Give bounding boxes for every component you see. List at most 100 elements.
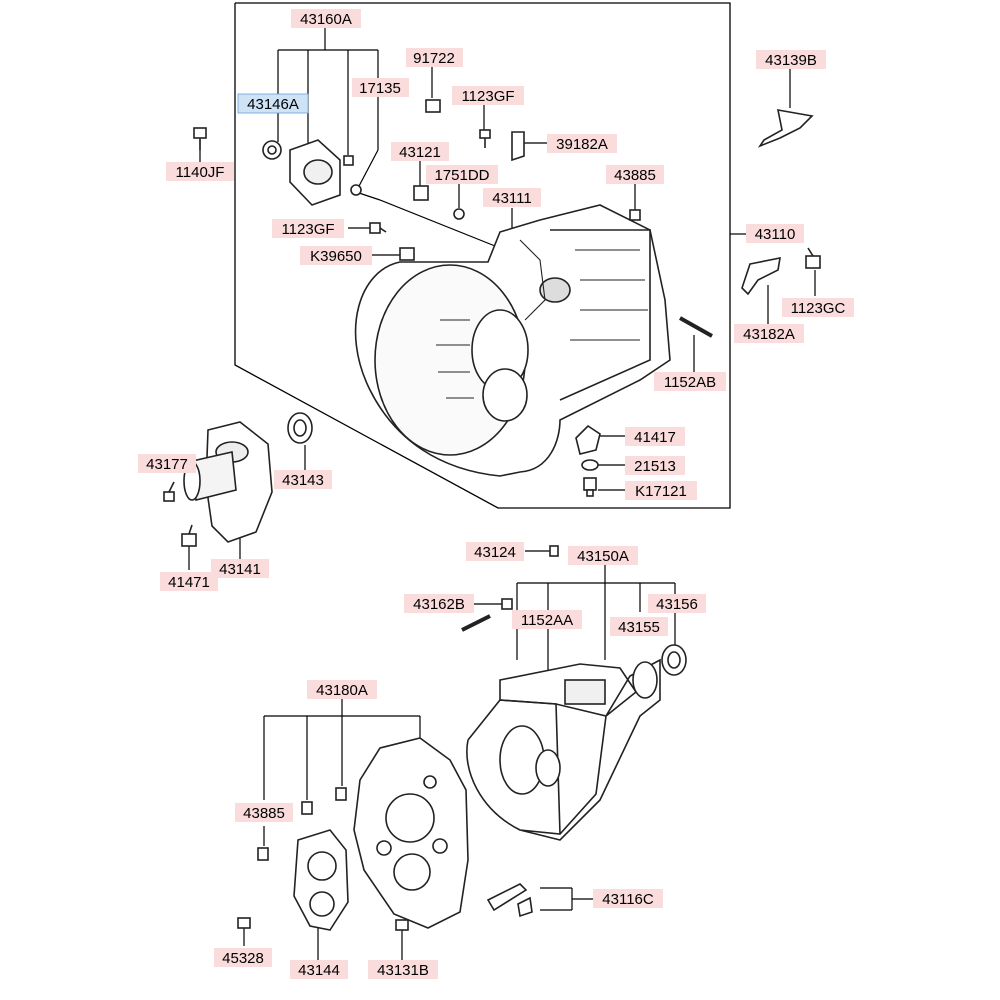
label-43156[interactable]: 43156	[648, 594, 706, 613]
pin-part	[343, 155, 354, 166]
part-drawings	[163, 99, 821, 931]
label-43162B[interactable]: 43162B	[404, 594, 474, 613]
label-43177[interactable]: 43177	[138, 454, 196, 473]
label-43131B[interactable]: 43131B	[368, 960, 438, 979]
plug-43121-part	[413, 185, 429, 201]
label-43143[interactable]: 43143	[274, 470, 332, 489]
svg-text:K17121: K17121	[635, 483, 687, 500]
label-91722[interactable]: 91722	[406, 48, 463, 67]
svg-text:1751DD: 1751DD	[434, 167, 489, 184]
svg-text:43885: 43885	[614, 167, 656, 184]
svg-text:43160A: 43160A	[300, 11, 352, 28]
svg-text:1152AB: 1152AB	[664, 374, 716, 391]
label-43146A[interactable]: 43146A	[237, 93, 309, 114]
label-1123GC[interactable]: 1123GC	[782, 298, 854, 317]
label-1152AB[interactable]: 1152AB	[654, 372, 726, 391]
label-43110[interactable]: 43110	[746, 224, 804, 243]
retainer-part	[289, 139, 341, 206]
label-1123GF-mid[interactable]: 1123GF	[272, 219, 344, 238]
clip-91722-part	[425, 99, 441, 113]
svg-text:43156: 43156	[656, 596, 698, 613]
label-43885-lower[interactable]: 43885	[235, 803, 293, 822]
svg-text:91722: 91722	[413, 50, 455, 67]
svg-text:45328: 45328	[222, 950, 264, 967]
svg-text:43150A: 43150A	[577, 548, 629, 565]
svg-text:43131B: 43131B	[377, 962, 429, 979]
label-39182A[interactable]: 39182A	[547, 134, 617, 153]
label-17135[interactable]: 17135	[352, 78, 409, 97]
plug-43124-part	[549, 545, 559, 557]
label-K39650[interactable]: K39650	[300, 246, 372, 265]
stud-1152AA-part	[461, 614, 491, 632]
label-43141[interactable]: 43141	[211, 559, 269, 578]
svg-text:39182A: 39182A	[556, 136, 608, 153]
label-1140JF[interactable]: 1140JF	[166, 162, 234, 181]
bolt-1123GF-mid-part	[369, 222, 387, 234]
gasket-21513-part	[581, 459, 599, 471]
svg-text:43182A: 43182A	[743, 326, 795, 343]
stud-1152AB-part	[679, 316, 713, 338]
label-43124[interactable]: 43124	[466, 542, 524, 561]
svg-text:43124: 43124	[474, 544, 516, 561]
label-43139B[interactable]: 43139B	[756, 50, 826, 69]
label-43182A[interactable]: 43182A	[734, 324, 804, 343]
label-41471[interactable]: 41471	[160, 572, 218, 591]
label-43155[interactable]: 43155	[610, 617, 668, 636]
svg-text:43111: 43111	[492, 190, 532, 207]
svg-text:1152AA: 1152AA	[521, 612, 573, 629]
label-43180A[interactable]: 43180A	[307, 680, 377, 699]
label-43121[interactable]: 43121	[391, 142, 449, 161]
bolt-1123GC-part	[805, 247, 821, 269]
bolt-1123GF-top-part	[479, 129, 491, 148]
svg-text:1123GC: 1123GC	[791, 300, 846, 317]
bracket-K39650-part	[399, 247, 415, 261]
label-43144[interactable]: 43144	[290, 960, 348, 979]
svg-text:1123GF: 1123GF	[461, 88, 514, 105]
svg-text:1123GF: 1123GF	[281, 221, 334, 238]
svg-text:K39650: K39650	[310, 248, 362, 265]
gasket-43144-part	[293, 829, 349, 931]
plug-1751DD-part	[453, 208, 465, 220]
svg-text:41471: 41471	[168, 574, 210, 591]
label-41417[interactable]: 41417	[625, 427, 685, 446]
svg-text:43885: 43885	[243, 805, 285, 822]
label-43116C[interactable]: 43116C	[593, 889, 663, 908]
part-labels: 43160A 91722 43139B 17135 43146A 1123GF	[138, 9, 854, 979]
bolt-45328-part	[237, 917, 251, 929]
label-1123GF-top[interactable]: 1123GF	[452, 86, 524, 105]
svg-text:43116C: 43116C	[602, 891, 654, 908]
svg-text:43110: 43110	[755, 226, 796, 243]
label-43160A[interactable]: 43160A	[291, 9, 361, 28]
pin-lower-2-part	[335, 787, 347, 801]
label-K17121[interactable]: K17121	[625, 481, 697, 500]
svg-text:43177: 43177	[146, 456, 188, 473]
svg-text:1140JF: 1140JF	[176, 164, 225, 181]
svg-text:43141: 43141	[219, 561, 261, 578]
bracket-43182A-part	[741, 256, 781, 296]
label-21513[interactable]: 21513	[625, 456, 685, 475]
cover-43141-part	[183, 421, 273, 543]
dowel-43885-part	[629, 209, 641, 221]
intermediate-plate-part	[353, 737, 469, 929]
svg-text:43143: 43143	[282, 472, 324, 489]
label-45328[interactable]: 45328	[214, 948, 272, 967]
svg-text:43146A: 43146A	[247, 96, 299, 113]
label-43150A[interactable]: 43150A	[568, 546, 638, 565]
bolt-1140JF-part	[193, 127, 207, 150]
bracket-39182A-part	[511, 131, 525, 162]
cover-41417-part	[575, 424, 601, 455]
label-43111[interactable]: 43111	[483, 188, 541, 207]
plug-43131B-part	[395, 919, 409, 931]
svg-text:43155: 43155	[618, 619, 660, 636]
assembly-frame	[234, 2, 731, 509]
svg-text:21513: 21513	[634, 458, 676, 475]
label-1152AA[interactable]: 1152AA	[512, 610, 582, 629]
extension-housing-part	[466, 658, 661, 841]
label-43885-upper[interactable]: 43885	[606, 165, 664, 184]
bracket-43139B-part	[757, 109, 814, 148]
svg-text:41417: 41417	[634, 429, 676, 446]
svg-text:43144: 43144	[298, 962, 340, 979]
dowel-43885-lower-part	[257, 847, 269, 861]
label-1751DD[interactable]: 1751DD	[426, 165, 498, 184]
